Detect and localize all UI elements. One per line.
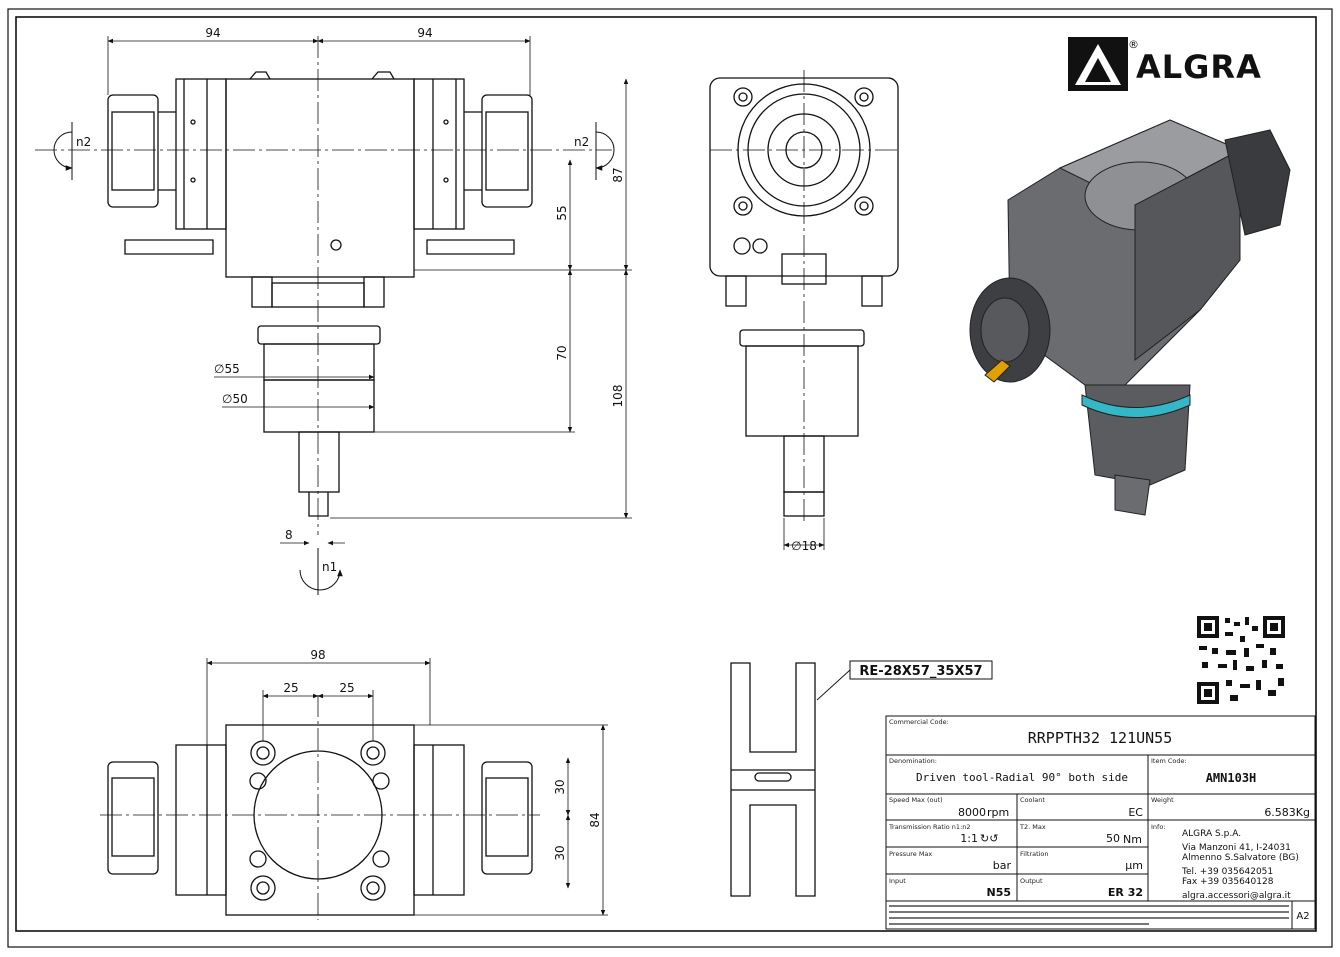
side-view bbox=[709, 70, 900, 525]
company-name: ALGRA S.p.A. bbox=[1182, 829, 1241, 839]
title-block-disclaimer bbox=[889, 905, 1289, 925]
dim-front-right-width: 94 bbox=[417, 26, 432, 40]
ratio-symbols: ↻↺ bbox=[980, 832, 998, 845]
dim-diameter-50: ∅50 bbox=[222, 392, 248, 406]
dim-diameter-55: ∅55 bbox=[214, 362, 240, 376]
dim-height-55: 55 bbox=[555, 205, 569, 220]
item-code: AMN103H bbox=[1206, 771, 1257, 785]
dim-bottom-25-right: 25 bbox=[339, 681, 354, 695]
algra-logo: ALGRA ® bbox=[1068, 37, 1262, 91]
torque-unit: Nm bbox=[1123, 833, 1142, 846]
registered-mark: ® bbox=[1128, 38, 1139, 51]
company-address-1: Via Manzoni 41, I-24031 bbox=[1182, 843, 1291, 853]
torque-label: T2. Max bbox=[1019, 823, 1046, 831]
dim-bottom-30-upper: 30 bbox=[553, 779, 567, 794]
weight-label: Weight bbox=[1151, 796, 1174, 804]
isometric-render bbox=[969, 119, 1291, 516]
company-tel: Tel. +39 035642051 bbox=[1181, 867, 1273, 877]
pressure-label: Pressure Max bbox=[889, 850, 932, 858]
dim-bottom-84: 84 bbox=[588, 812, 602, 827]
speed-value: 8000 bbox=[958, 806, 986, 819]
outer-border bbox=[7, 8, 1333, 948]
output-value: ER 32 bbox=[1108, 886, 1143, 899]
rotation-n2-right-label: n2 bbox=[574, 135, 589, 149]
input-value: N55 bbox=[986, 886, 1011, 899]
dim-front-left-width: 94 bbox=[205, 26, 220, 40]
rotation-n2-left bbox=[53, 122, 73, 180]
dimension-lines bbox=[107, 36, 825, 916]
sheet-size: A2 bbox=[1296, 911, 1309, 922]
filtration-unit: µm bbox=[1125, 859, 1143, 872]
input-label: Input bbox=[889, 877, 906, 885]
filtration-label: Filtration bbox=[1020, 850, 1049, 858]
commercial-code: RRPPTH32 121UN55 bbox=[1028, 729, 1173, 747]
rotation-n1-label: n1 bbox=[322, 560, 337, 574]
weight-value: 6.583Kg bbox=[1264, 806, 1310, 819]
dim-bottom-98: 98 bbox=[310, 648, 325, 662]
detail-key-view bbox=[730, 662, 851, 897]
ratio-value: 1:1 bbox=[960, 832, 978, 845]
dim-bottom-30-lower: 30 bbox=[553, 845, 567, 860]
denomination: Driven tool-Radial 90° both side bbox=[916, 771, 1128, 784]
rotation-n2-right bbox=[595, 122, 615, 180]
dim-bottom-25-left: 25 bbox=[283, 681, 298, 695]
dim-diameter-18: ∅18 bbox=[791, 539, 817, 553]
front-view bbox=[35, 36, 612, 535]
company-fax: Fax +39 035640128 bbox=[1182, 877, 1274, 887]
dim-height-70: 70 bbox=[555, 345, 569, 360]
coolant-value: EC bbox=[1128, 806, 1143, 819]
coolant-label: Coolant bbox=[1020, 796, 1045, 804]
company-email: algra.accessori@algra.it bbox=[1182, 891, 1291, 901]
dim-shaft-8: 8 bbox=[285, 528, 293, 542]
dim-height-108: 108 bbox=[611, 385, 625, 408]
ratio-label: Transmission Ratio n1:n2 bbox=[888, 823, 971, 831]
item-code-label: Item Code: bbox=[1151, 757, 1187, 765]
speed-unit: rpm bbox=[987, 806, 1009, 819]
denomination-label: Denomination: bbox=[889, 757, 937, 765]
detail-callout: RE-28X57_35X57 bbox=[849, 660, 993, 680]
rotation-n2-left-label: n2 bbox=[76, 135, 91, 149]
pressure-unit: bar bbox=[993, 859, 1012, 872]
info-label: Info: bbox=[1151, 823, 1166, 831]
brand-name: ALGRA bbox=[1136, 48, 1262, 86]
detail-callout-label: RE-28X57_35X57 bbox=[859, 664, 982, 679]
title-block bbox=[885, 715, 1316, 930]
qr-code bbox=[1196, 615, 1286, 705]
bottom-view bbox=[100, 695, 540, 920]
torque-value: 50 bbox=[1106, 832, 1120, 845]
company-address-2: Almenno S.Salvatore (BG) bbox=[1182, 853, 1299, 863]
commercial-code-label: Commercial Code: bbox=[889, 718, 949, 726]
output-label: Output bbox=[1020, 877, 1043, 885]
rotation-n1 bbox=[299, 548, 343, 595]
speed-label: Speed Max (out) bbox=[889, 796, 943, 804]
inner-border bbox=[15, 16, 1317, 932]
dim-height-87: 87 bbox=[611, 167, 625, 182]
